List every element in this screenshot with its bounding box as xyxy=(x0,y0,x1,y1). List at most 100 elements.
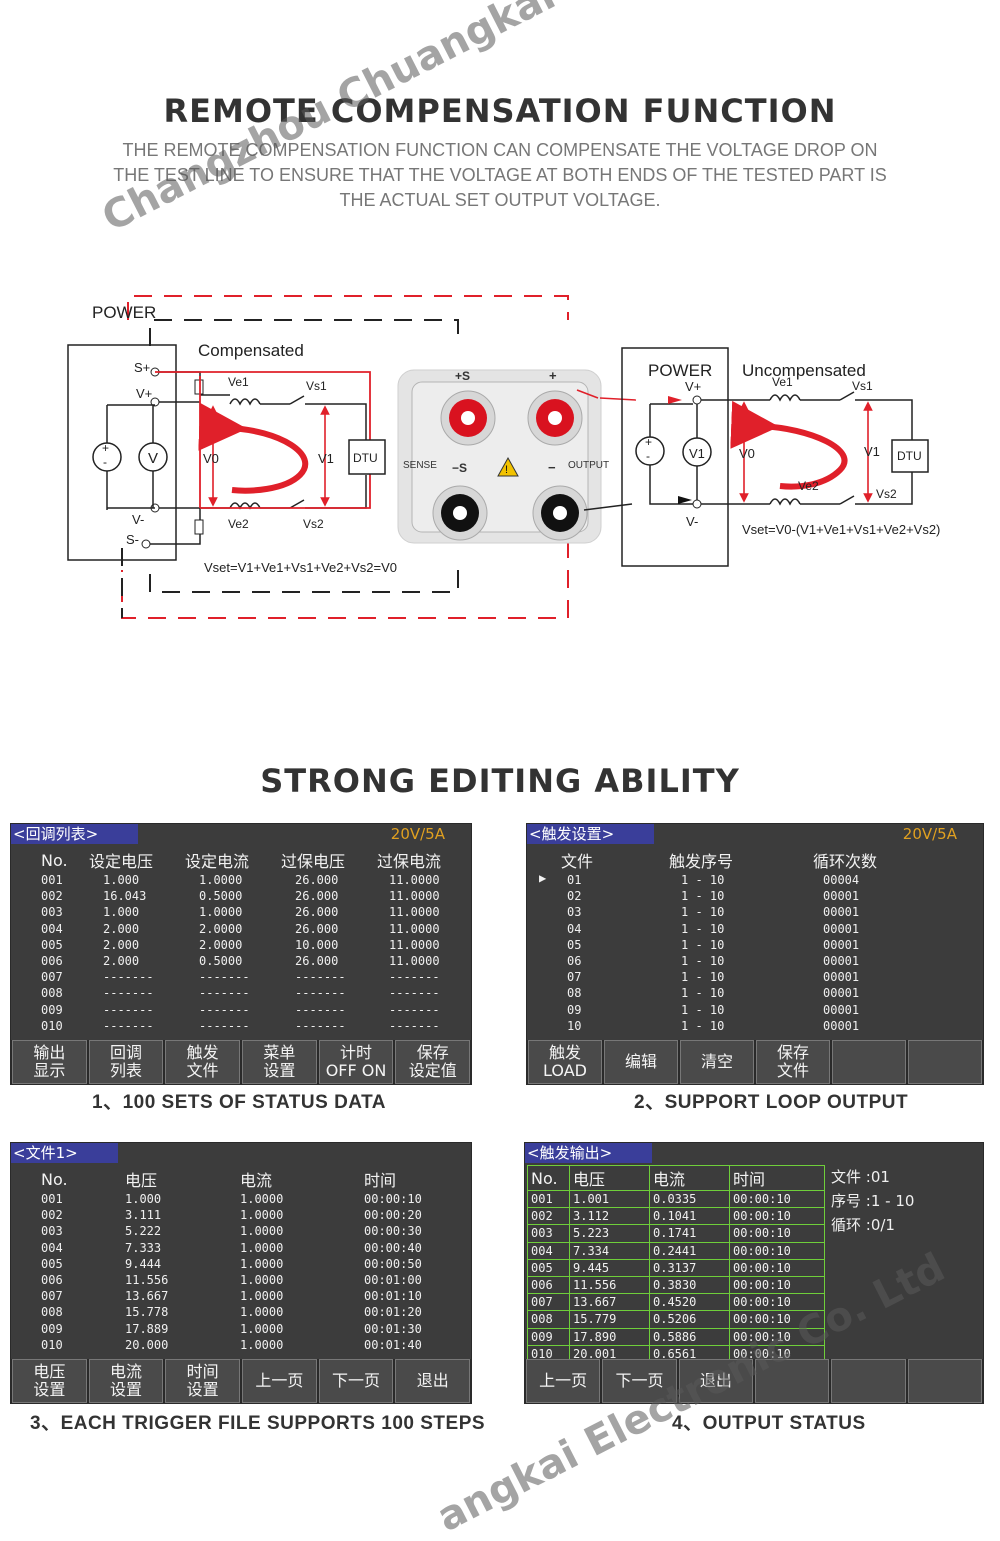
softkey-output-display[interactable]: 输出 显示 xyxy=(12,1040,87,1084)
cell: 7.334 xyxy=(569,1241,650,1260)
softkey-prev-page[interactable]: 上一页 xyxy=(526,1359,601,1403)
cell: 006 xyxy=(41,1273,63,1288)
softkey-timer-toggle[interactable]: 计时 OFF ON xyxy=(318,1040,394,1084)
right-terminal-v-plus: V+ xyxy=(685,379,701,394)
svg-text:+: + xyxy=(645,435,652,449)
table-row[interactable]: 009---------------------------- xyxy=(41,1002,461,1018)
softkey-blank[interactable] xyxy=(831,1359,906,1403)
cell: ------- xyxy=(103,1002,154,1017)
cell: 00001 xyxy=(823,905,860,920)
softkey-prev-page[interactable]: 上一页 xyxy=(242,1359,317,1403)
left-voltmeter-symbol xyxy=(138,442,168,472)
softkey-edit[interactable]: 编辑 xyxy=(604,1040,678,1084)
cell: 10 xyxy=(567,1018,582,1033)
softkey-blank[interactable] xyxy=(908,1040,982,1084)
softkey-next-page[interactable]: 下一页 xyxy=(602,1359,677,1403)
softkey-menu-settings[interactable]: 菜单 设置 xyxy=(242,1040,317,1084)
cell: 005 xyxy=(527,1258,570,1277)
cell: 1 - 10 xyxy=(681,1002,725,1017)
left-dtu-box xyxy=(348,439,386,475)
cell: 002 xyxy=(41,1208,63,1223)
screen3-title: <文件1> xyxy=(11,1143,118,1163)
table-row[interactable]: 010---------------------------- xyxy=(41,1018,461,1034)
softkey-blank[interactable] xyxy=(754,1359,830,1403)
table-row[interactable]: 008---------------------------- xyxy=(41,985,461,1001)
cell: 00:00:10 xyxy=(729,1293,825,1312)
cell: 07 xyxy=(567,970,582,985)
softkey-voltage-setting[interactable]: 电压 设置 xyxy=(12,1359,87,1403)
right-power-label: POWER xyxy=(648,361,712,380)
softkey-blank[interactable] xyxy=(907,1359,982,1403)
terminal-s-plus: S+ xyxy=(134,360,150,375)
softkey-recall-list[interactable]: 回调 列表 xyxy=(88,1040,164,1084)
cell: 1.0000 xyxy=(240,1305,284,1320)
softkey-next-page[interactable]: 下一页 xyxy=(318,1359,394,1403)
softkey-exit[interactable]: 退出 xyxy=(395,1359,471,1403)
cell: 00001 xyxy=(823,954,860,969)
cell: 7.333 xyxy=(125,1240,162,1255)
softkey-time-setting[interactable]: 时间 设置 xyxy=(165,1359,241,1403)
cell: 010 xyxy=(41,1018,63,1033)
softkey-current-setting[interactable]: 电流 设置 xyxy=(88,1359,164,1403)
left-source-symbol xyxy=(92,442,122,472)
cell: 1 - 10 xyxy=(681,889,725,904)
remote-compensation-title: REMOTE COMPENSATION FUNCTION xyxy=(163,92,837,130)
cell: 00:00:10 xyxy=(729,1207,825,1226)
status-loop: 循环 :0/1 xyxy=(831,1216,895,1234)
right-terminal-v-minus: V- xyxy=(686,514,698,529)
softkey-exit[interactable]: 退出 xyxy=(678,1359,753,1403)
panel-output-label: OUTPUT xyxy=(568,460,609,471)
softkey-trigger-load[interactable]: 触发 LOAD xyxy=(528,1040,602,1084)
screen2-header: 触发序号 xyxy=(669,852,734,871)
table-row[interactable]: 007---------------------------- xyxy=(41,969,461,985)
softkey-save-setting[interactable]: 保存 设定值 xyxy=(395,1040,471,1084)
cell: 004 xyxy=(527,1241,570,1260)
softkey-blank[interactable] xyxy=(832,1040,906,1084)
panel-minus: − xyxy=(548,460,556,475)
screen2-caption: 2、SUPPORT LOOP OUTPUT xyxy=(634,1092,909,1113)
right-dtu-box xyxy=(891,439,929,473)
cell: 00:01:00 xyxy=(364,1273,422,1288)
softkey-save-file[interactable]: 保存 文件 xyxy=(756,1040,830,1084)
softkey-trigger-file[interactable]: 触发 文件 xyxy=(165,1040,241,1084)
cell: 001 xyxy=(41,1192,63,1207)
softkey-clear[interactable]: 清空 xyxy=(680,1040,754,1084)
